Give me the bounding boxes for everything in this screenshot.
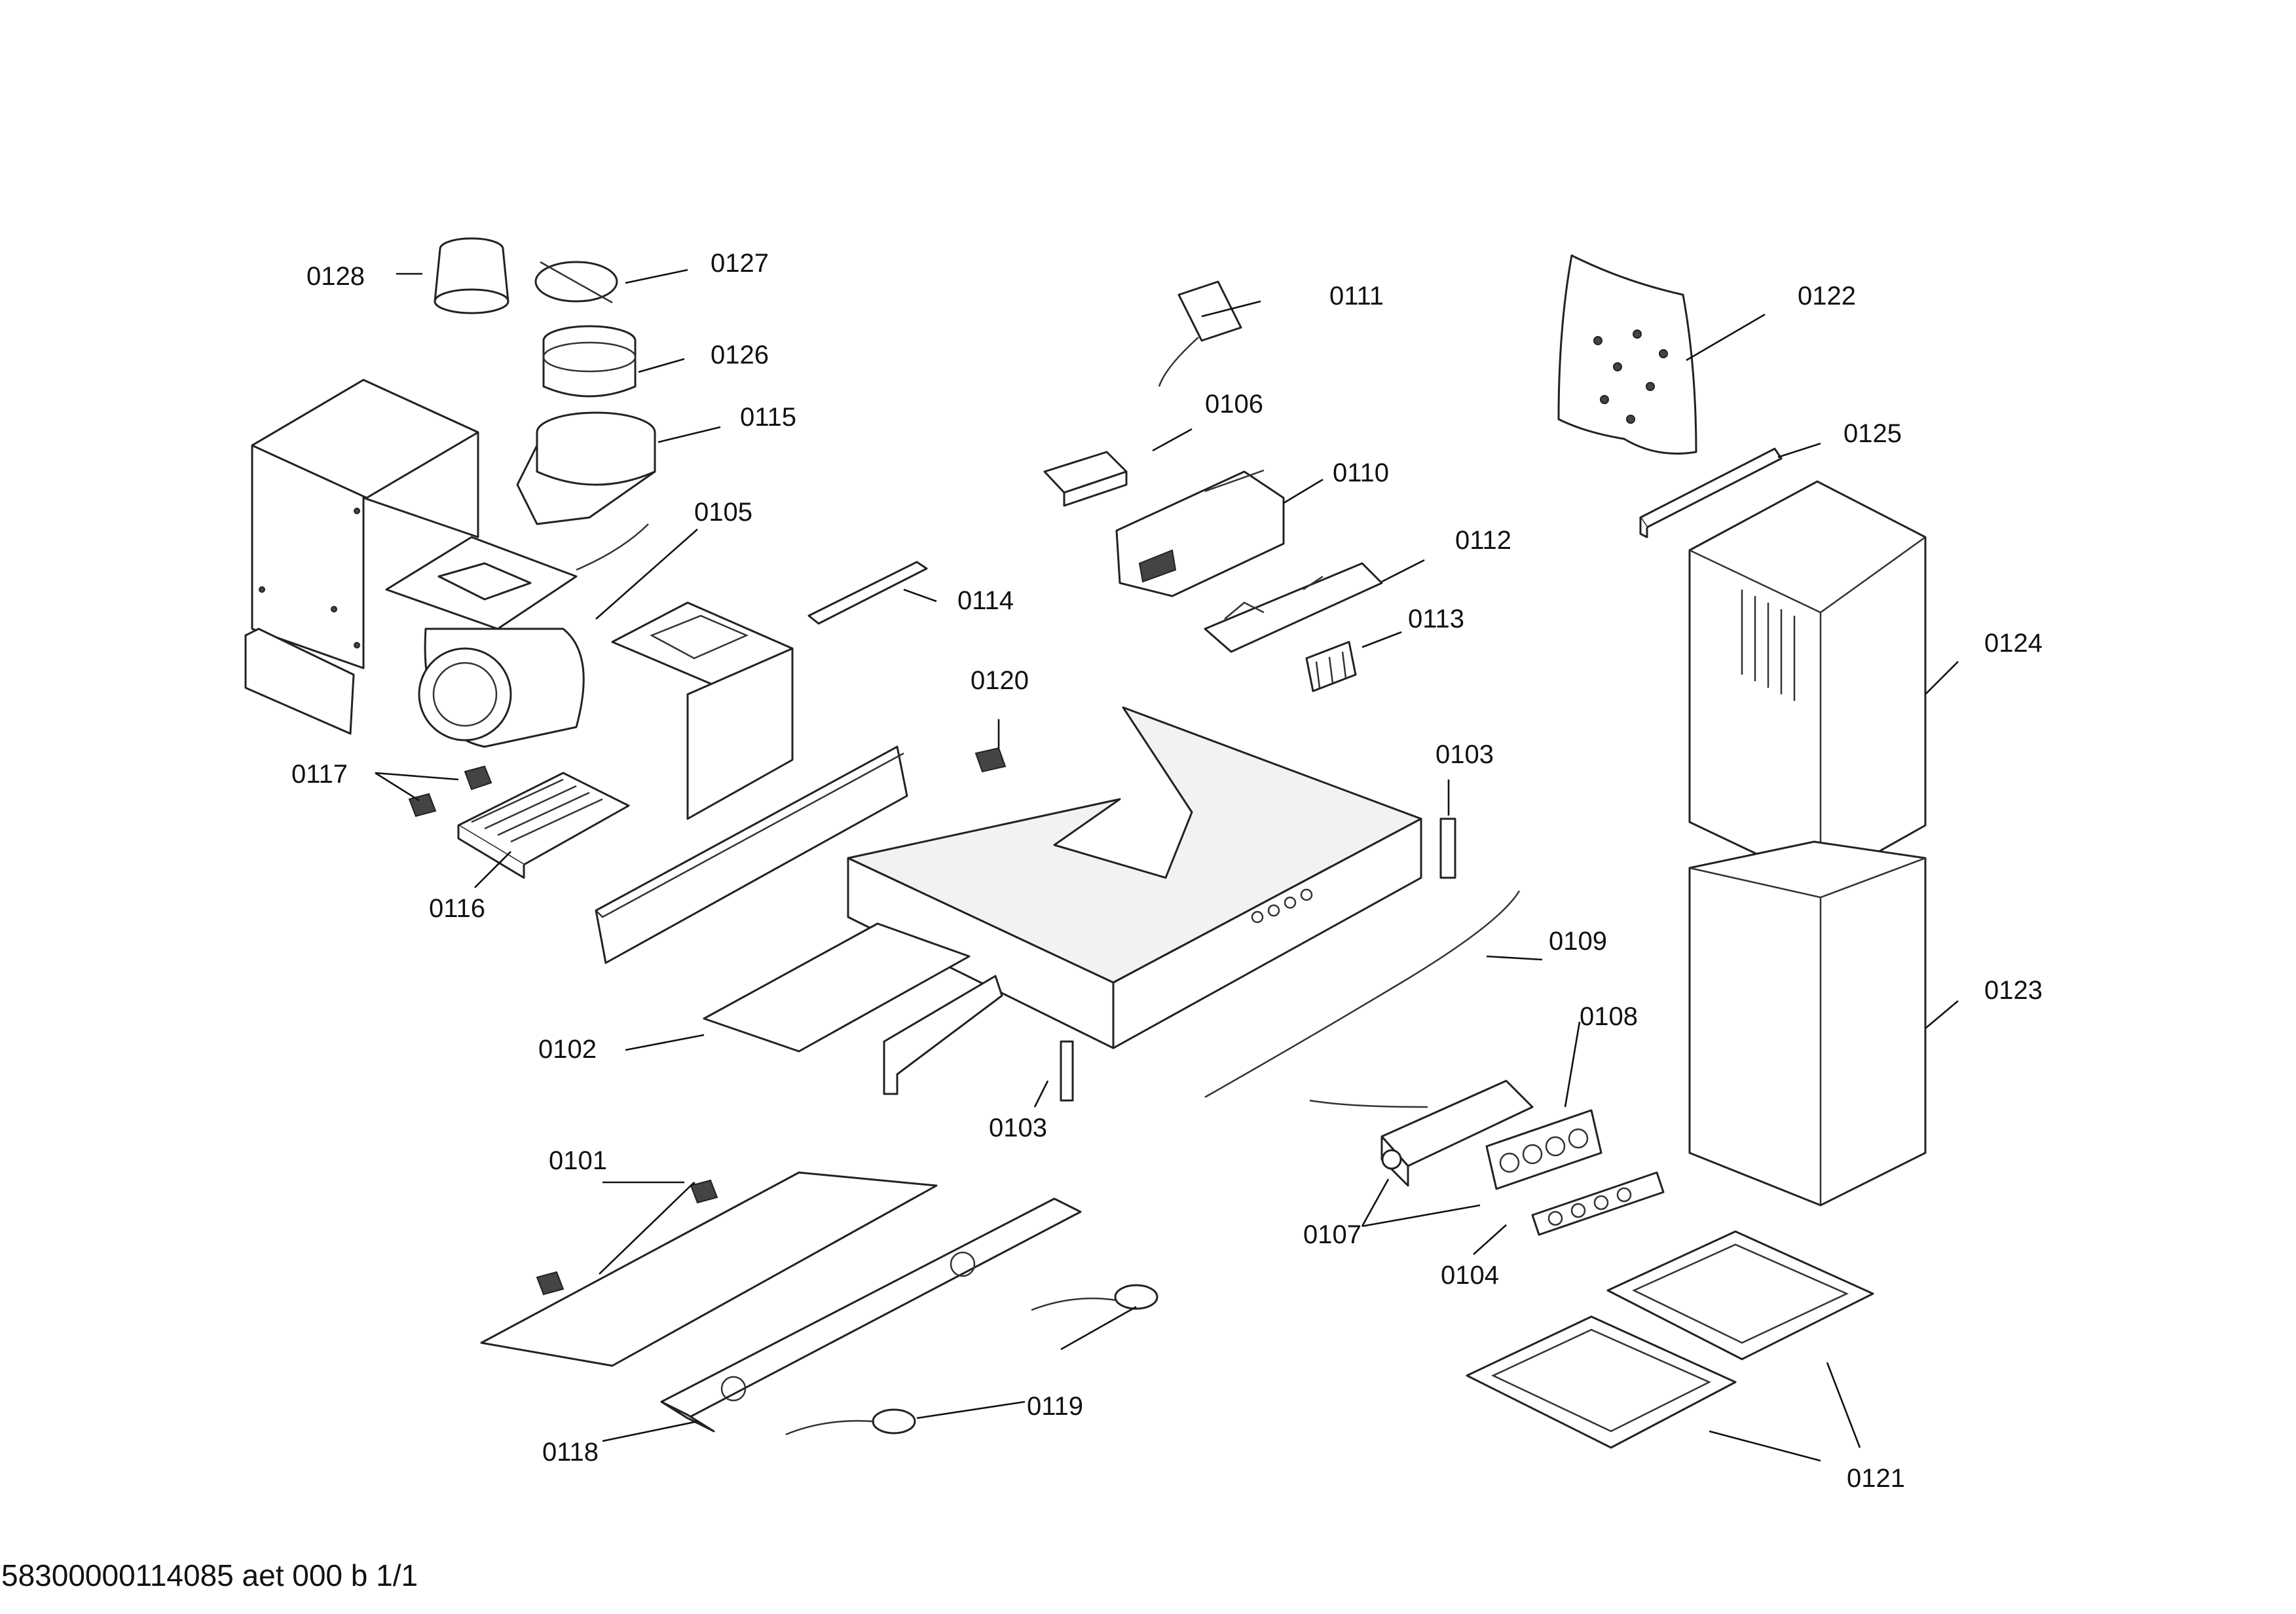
label-0112: 0112 (1455, 526, 1511, 555)
part-0121-filter-back (1606, 1230, 1874, 1361)
part-0127-flap (534, 261, 618, 304)
part-0121-filter-front (1466, 1315, 1737, 1449)
label-0118: 0118 (542, 1438, 599, 1467)
part-0107-lamp-holder (1309, 1079, 1534, 1187)
part-0101-panel (480, 1171, 938, 1367)
part-0103-bracket-left (1060, 1040, 1074, 1102)
label-0125: 0125 (1843, 419, 1902, 448)
part-0128-reducer (434, 237, 509, 314)
part-0103-bracket-right (1439, 817, 1456, 879)
label-0107: 0107 (1303, 1220, 1361, 1249)
part-0123-lower-chimney (1688, 840, 1927, 1207)
label-0121: 0121 (1847, 1464, 1905, 1493)
label-0103-left: 0103 (989, 1114, 1047, 1142)
label-0106: 0106 (1205, 390, 1263, 419)
label-0104: 0104 (1441, 1261, 1499, 1290)
part-0114-strip (807, 561, 928, 625)
part-0122-screw-bag (1557, 254, 1697, 455)
part-0115-duct-adapter (516, 411, 656, 525)
label-0119: 0119 (1027, 1392, 1083, 1421)
label-0120: 0120 (971, 666, 1029, 695)
label-0109: 0109 (1549, 927, 1607, 956)
label-0113: 0113 (1408, 605, 1464, 633)
part-0112-switch-board (1204, 562, 1383, 653)
label-0105: 0105 (694, 498, 752, 527)
part-0113-terminal (1305, 641, 1357, 692)
label-0128: 0128 (306, 262, 365, 291)
part-0126-connector-ring (542, 325, 637, 398)
label-0115: 0115 (740, 403, 796, 432)
part-hood-body (847, 706, 1422, 1049)
part-frame-plate (611, 601, 794, 820)
part-0110-transformer (1115, 469, 1285, 597)
label-0110: 0110 (1333, 459, 1389, 487)
document-id: 58300000114085 aet 000 b 1/1 (1, 1558, 418, 1592)
leader-lines (375, 269, 1959, 1462)
part-labels: 0128 0127 0126 0115 0105 0114 0120 0117 … (291, 249, 2043, 1493)
part-0118-rail (660, 1197, 1082, 1433)
part-0119-lamp-upper (1031, 1284, 1158, 1311)
part-0106-capacitor (1043, 451, 1128, 507)
label-0127: 0127 (711, 249, 769, 278)
part-motor-housing-box (251, 379, 479, 669)
label-0116: 0116 (429, 894, 485, 923)
label-0102: 0102 (538, 1035, 597, 1064)
part-0102-tray (703, 922, 1003, 1095)
label-0108: 0108 (1580, 1002, 1638, 1031)
label-0117: 0117 (291, 760, 348, 789)
label-0123: 0123 (1984, 976, 2043, 1005)
label-0124: 0124 (1984, 629, 2043, 658)
part-0105-blower (385, 523, 649, 748)
part-0116-grid (457, 772, 630, 879)
part-rail-bracket (595, 745, 908, 964)
part-bracket-left (244, 628, 355, 735)
label-0122: 0122 (1798, 282, 1856, 310)
label-0114: 0114 (957, 586, 1014, 615)
part-0108-switch-panel (1485, 1109, 1602, 1190)
part-0109-cable (1204, 890, 1521, 1098)
label-0103-right: 0103 (1435, 740, 1494, 769)
part-0125-bracket (1639, 447, 1783, 538)
label-0101: 0101 (549, 1146, 607, 1175)
label-0111: 0111 (1329, 282, 1384, 310)
part-0120-clip (974, 747, 1007, 773)
part-0104-knob-plate (1531, 1171, 1665, 1236)
part-0119-lamp-lower (785, 1408, 916, 1436)
part-0111-plug (1158, 280, 1242, 387)
part-0117-clips (408, 765, 492, 817)
part-0124-upper-chimney (1688, 480, 1927, 886)
label-0126: 0126 (711, 341, 769, 369)
